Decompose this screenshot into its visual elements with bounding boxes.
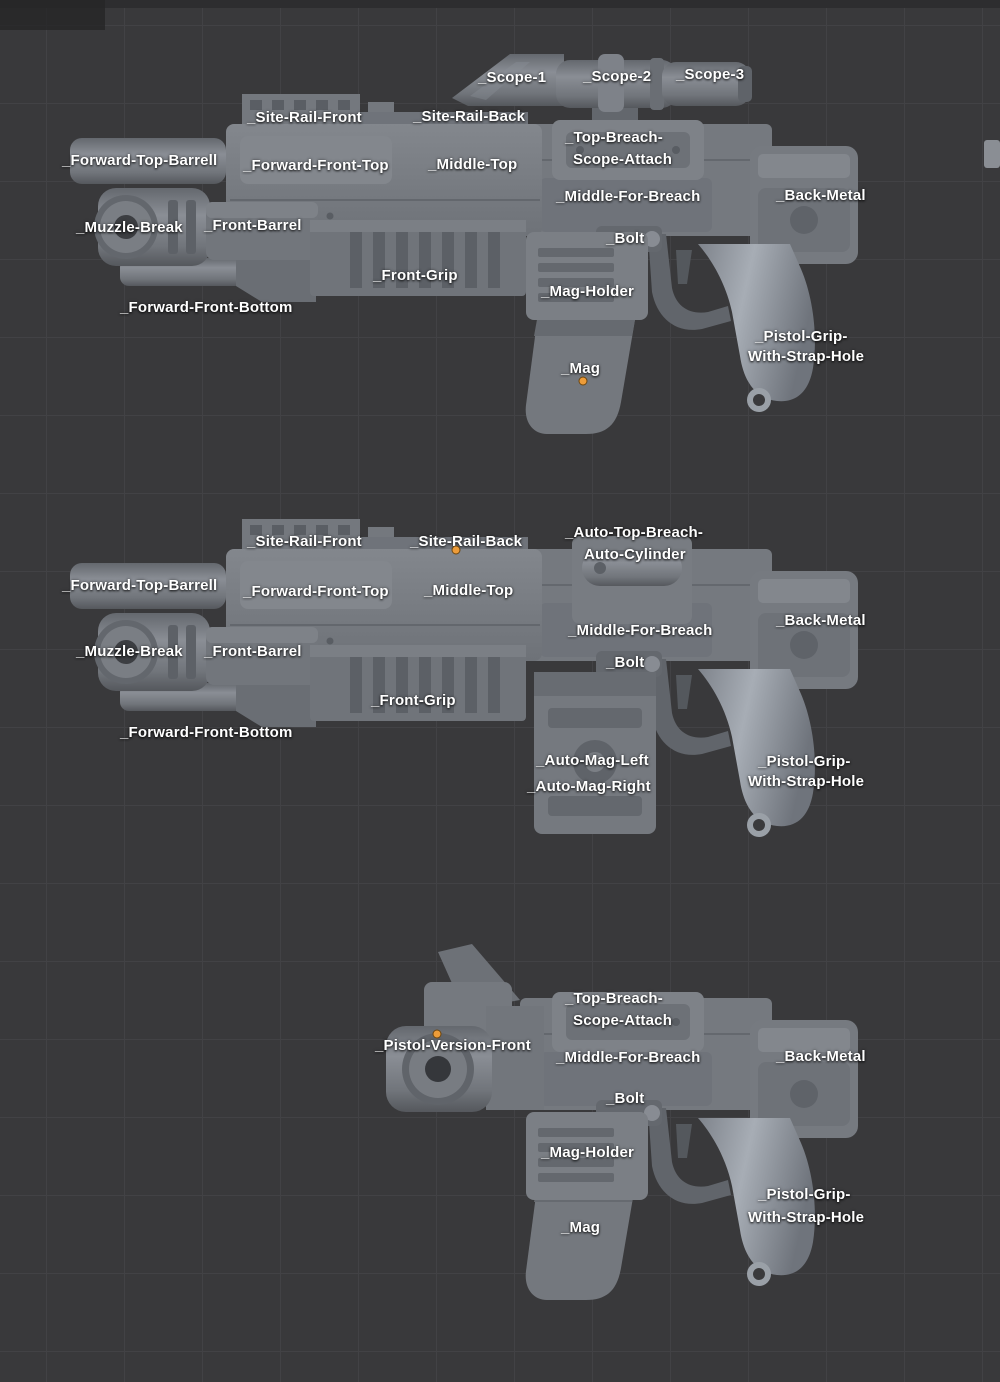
rifle-auto-mesh[interactable] (69, 518, 859, 838)
pistol-muzzle-bore (425, 1056, 451, 1082)
auto-cylinder (582, 550, 682, 586)
viewport-top-shadow (0, 0, 1000, 8)
scope-1-facet (470, 62, 530, 100)
auto-mag-left-panel (548, 708, 642, 728)
rifle1-front-assembly[interactable] (69, 93, 543, 303)
auto-mag-top-band (534, 672, 656, 696)
pistol-top-breach[interactable] (552, 992, 704, 1052)
pistol-front-mesh[interactable] (386, 944, 544, 1112)
rifle-scoped-mesh[interactable] (69, 54, 859, 434)
scope-ring (650, 58, 664, 110)
scope-end-cap (738, 66, 752, 102)
auto-mag-mesh[interactable] (534, 672, 656, 834)
scope-ring (598, 54, 624, 112)
auto-top-breach-mesh[interactable] (572, 536, 692, 624)
auto-mag-right-panel (548, 796, 642, 816)
pistol-version-mesh[interactable] (386, 944, 859, 1300)
scope-1-mesh (452, 54, 564, 106)
rifle1-mag[interactable] (525, 314, 636, 434)
rifle1-top-breach[interactable] (552, 120, 704, 180)
cylinder-pin (594, 562, 606, 574)
cropped-edge-mesh[interactable] (984, 140, 1000, 168)
viewport-corner-shadow (0, 0, 105, 30)
pistol-mag-holder[interactable] (526, 1112, 648, 1200)
auto-mag-drum-hub (585, 752, 605, 772)
pistol-front-connector (486, 1006, 544, 1110)
scope-3-mesh (662, 62, 750, 106)
rifle2-front-assembly[interactable] (69, 518, 543, 728)
rifle1-mag-holder[interactable] (526, 232, 648, 320)
